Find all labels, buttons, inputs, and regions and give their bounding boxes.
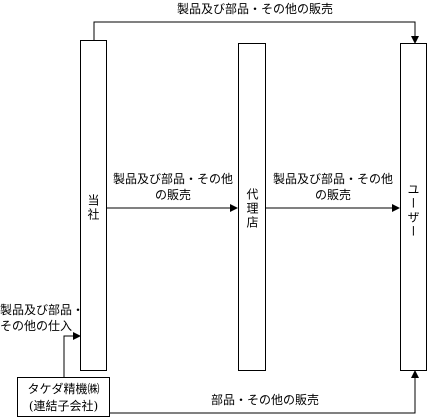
flow-label-top: 製品及び部品・その他の販売 [176, 2, 333, 16]
flow-label-company-to-agent-2: の販売 [154, 188, 191, 202]
agent-box [238, 43, 266, 371]
company-box [80, 40, 107, 371]
agent-label: 代理店 [245, 188, 259, 230]
arrow-subsidiary-to-company [63, 332, 81, 377]
flow-label-subsidiary-to-company-1: 製品及び部品・ [0, 303, 85, 317]
flow-label-bottom: 部品・その他の販売 [210, 393, 319, 407]
user-box [400, 43, 427, 371]
arrow-company-to-user-top [93, 21, 419, 44]
user-label: ユーザー [406, 183, 420, 239]
flow-label-agent-to-user-1: 製品及び部品・その他 [272, 172, 393, 186]
subsidiary-box [17, 377, 110, 417]
flow-label-agent-to-user-2: の販売 [314, 188, 351, 202]
flow-label-company-to-agent-1: 製品及び部品・その他 [112, 172, 233, 186]
company-label: 当社 [86, 194, 100, 222]
arrow-subsidiary-to-user-bottom [110, 370, 419, 414]
flow-label-subsidiary-to-company-2: その他の仕入 [0, 319, 73, 333]
subsidiary-label-line2: (連結子会社) [28, 399, 99, 413]
subsidiary-label-line1: タケダ精機㈱ [27, 382, 100, 396]
